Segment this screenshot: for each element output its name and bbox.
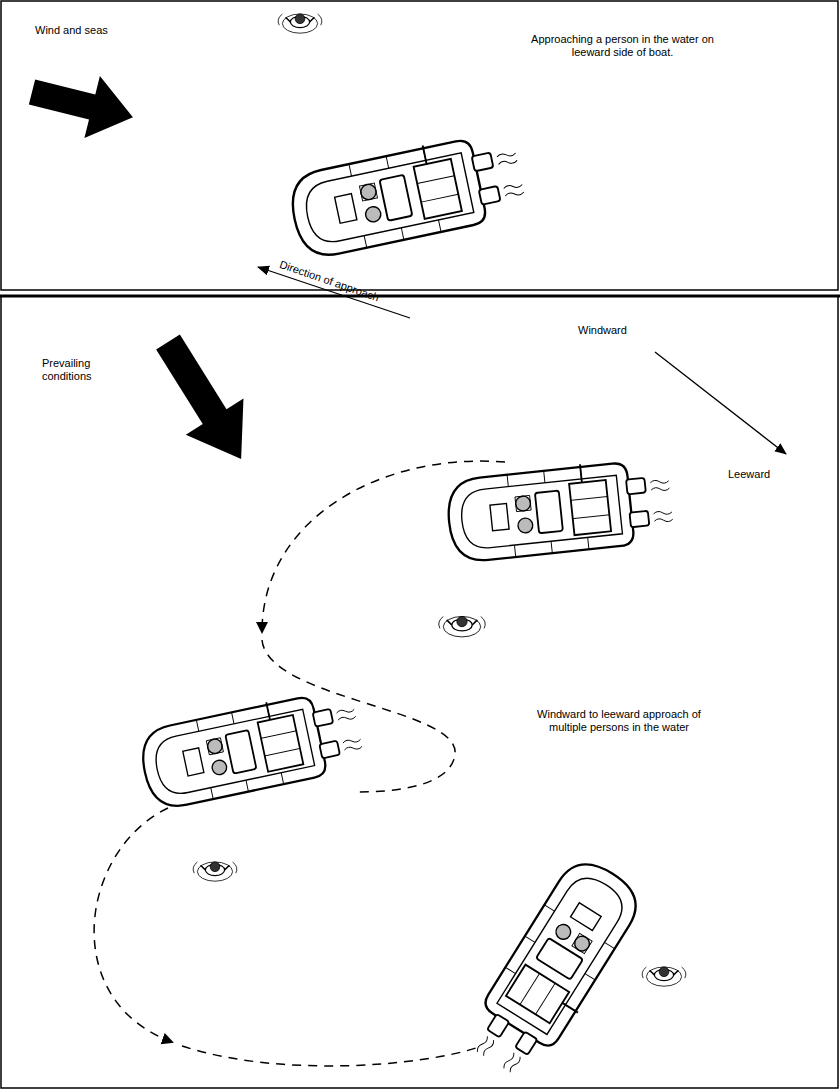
person-in-water [278,14,322,33]
wind-arrow [24,61,140,148]
boat-track [182,1046,476,1066]
wind-direction-arrow [655,352,786,454]
wind-label: Wind and seas [35,24,108,37]
rescue-boat [460,852,651,1086]
conditions-label: Prevailing conditions [42,357,114,383]
person-in-water [642,967,686,986]
panel-frame [1,1,838,290]
person-in-water [193,862,237,881]
conditions-arrow [139,324,270,477]
panel-caption: Approaching a person in the water on lee… [525,33,720,59]
windward-label: Windward [578,324,627,337]
panel-caption: Windward to leeward approach of multiple… [528,708,710,734]
rescue-boat [445,455,675,563]
leeward-label: Leeward [728,468,770,481]
rescue-boat [136,685,366,812]
rescue-boat [285,127,528,261]
approach-arrow [258,267,410,318]
panel-divider [0,295,840,298]
person-in-water [439,617,485,637]
panel-frame [1,296,838,1088]
boat-track [94,808,172,1042]
